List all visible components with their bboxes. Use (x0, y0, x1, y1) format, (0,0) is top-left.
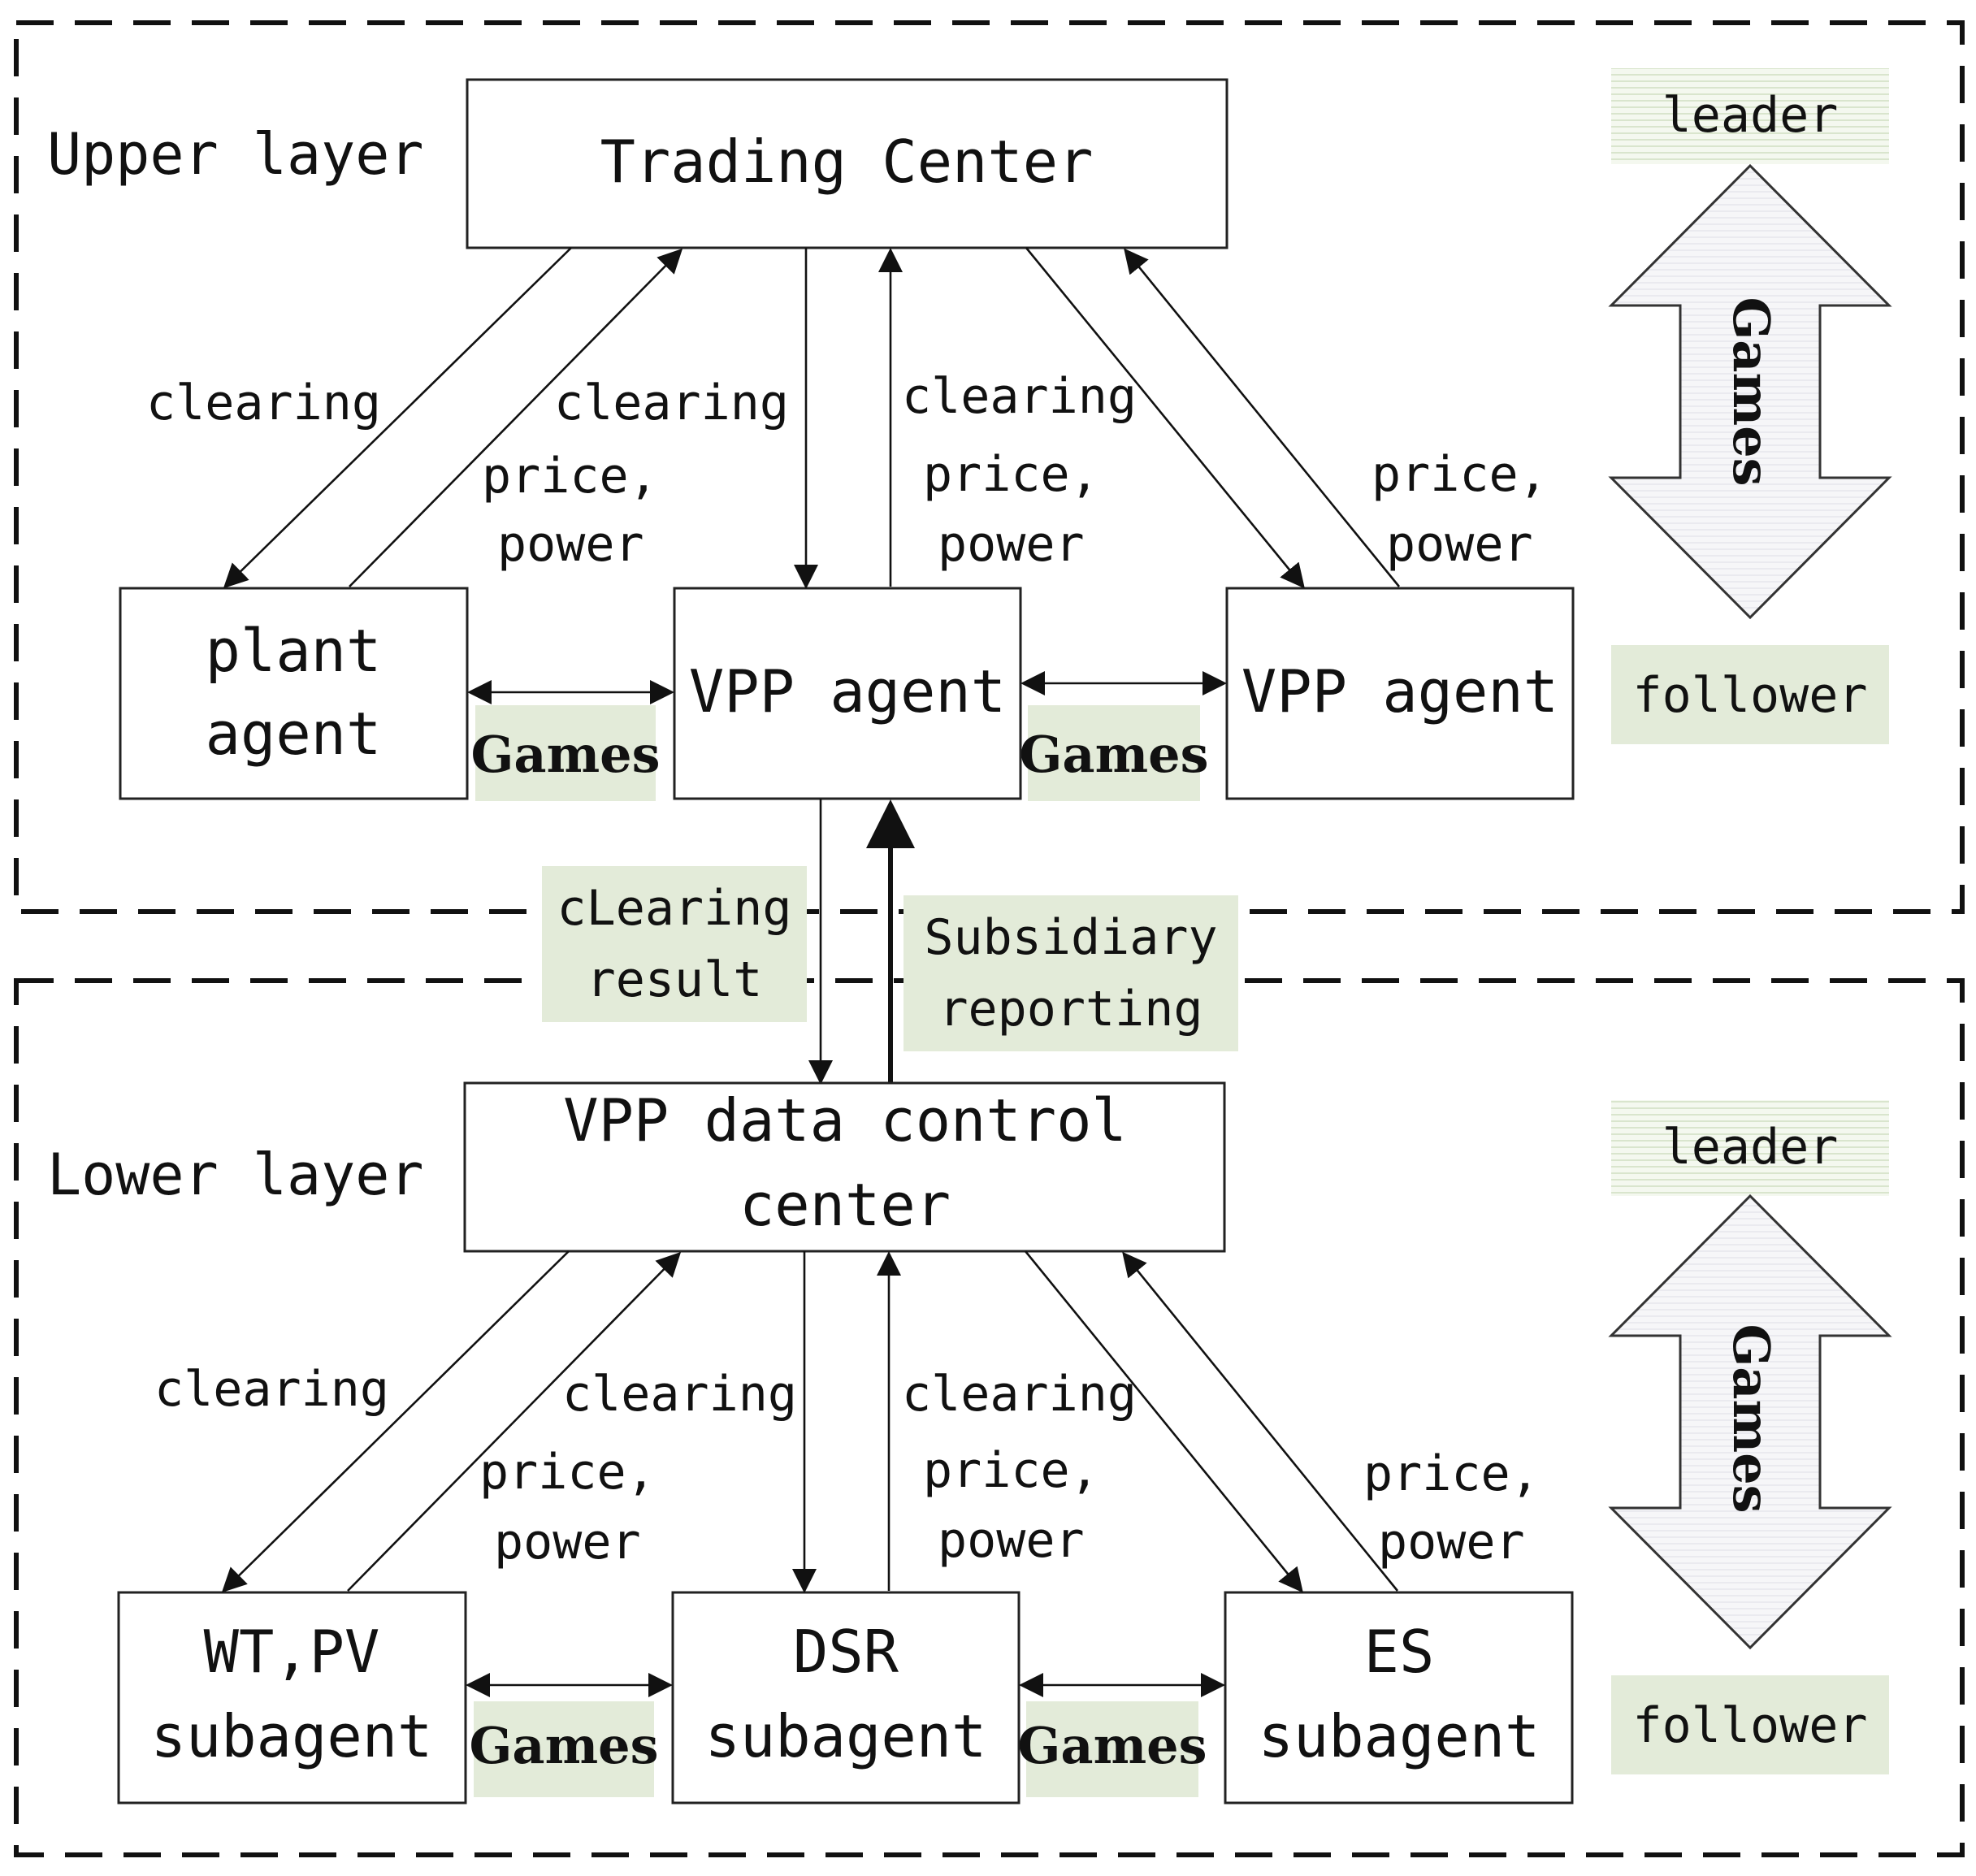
dsr-subagent-box (671, 1591, 1020, 1805)
edge-plant-to-tc (349, 248, 683, 587)
lower-games-label-left: Games (469, 1716, 658, 1775)
upper-games-label-right: Games (1019, 725, 1208, 784)
trading-center-label: Trading Center (600, 128, 1094, 196)
subsidiary-reporting-line1: Subsidiary (924, 909, 1217, 966)
upper-left-bid-line2: price, (482, 448, 658, 505)
lower-mid-bid-line2: price, (923, 1442, 1099, 1499)
lower-left-clearing-label: clearing (154, 1361, 389, 1418)
legend-lower-games: Games (1722, 1324, 1781, 1513)
lower-left-bid-line2: price, (479, 1444, 656, 1501)
lower-left-bid-line3: power (494, 1514, 641, 1571)
upper-right-bid-line1: price, (1372, 446, 1548, 503)
legend-lower-follower-tag (1611, 1675, 1889, 1774)
wt-pv-label-line2: subagent (151, 1702, 433, 1770)
clearing-result-tag (542, 866, 807, 1022)
lower-right-bid-line1: price, (1363, 1445, 1540, 1502)
vpp-agent-label-1: VPP agent (689, 657, 1006, 726)
upper-layer-label: Upper layer (47, 121, 424, 188)
lower-games-tag-right (1026, 1701, 1198, 1797)
legend-lower-leader: leader (1662, 1119, 1839, 1176)
upper-left-bid-line1: clearing (554, 375, 789, 431)
legend-upper-follower: follower (1633, 667, 1868, 724)
legend-upper-leader-tag (1611, 68, 1889, 164)
legend-lower-double-arrow (1608, 1194, 1892, 1650)
legend-lower-leader-tag (1611, 1100, 1889, 1196)
wt-pv-label-line1: WT,PV (204, 1618, 380, 1686)
upper-games-tag-left (475, 705, 656, 801)
clearing-result-line1: cLearing (557, 880, 792, 937)
lower-left-bid-line1: clearing (562, 1366, 797, 1423)
upper-games-label-left: Games (470, 725, 660, 784)
subsidiary-reporting-line2: reporting (938, 981, 1202, 1038)
lower-right-bid-line2: power (1378, 1514, 1525, 1571)
upper-mid-bid-line2: price, (923, 446, 1099, 503)
upper-left-bid-line3: power (497, 516, 644, 573)
data-control-center-box (463, 1081, 1226, 1253)
plant-agent-box (119, 587, 469, 800)
data-control-center-line2: center (739, 1171, 951, 1239)
edge-es-to-dc (1122, 1251, 1399, 1592)
legend-upper-double-arrow (1608, 163, 1892, 620)
upper-mid-bid-line1: clearing (902, 368, 1137, 425)
upper-right-bid-line2: power (1386, 516, 1533, 573)
edge-wtpv-to-dc (347, 1251, 682, 1592)
lower-games-label-right: Games (1017, 1716, 1207, 1775)
plant-agent-label-line2: agent (206, 700, 382, 768)
vpp-agent-label-2: VPP agent (1242, 657, 1558, 726)
upper-mid-bid-line3: power (938, 516, 1085, 573)
upper-games-tag-right (1028, 705, 1200, 801)
trading-center-box (466, 78, 1228, 249)
es-subagent-box (1224, 1591, 1574, 1805)
dsr-label-line2: subagent (705, 1702, 987, 1770)
upper-left-clearing-label: clearing (146, 375, 381, 431)
vpp-agent-box-2 (1225, 587, 1575, 800)
data-control-center-line1: VPP data control (563, 1086, 1127, 1155)
es-label-line1: ES (1364, 1618, 1435, 1686)
legend-upper-follower-tag (1611, 645, 1889, 744)
lower-layer-label: Lower layer (47, 1142, 424, 1208)
subsidiary-reporting-tag (904, 895, 1238, 1051)
edge-tc-to-plant (223, 247, 572, 589)
es-label-line2: subagent (1259, 1702, 1540, 1770)
plant-agent-label-line1: plant (206, 617, 382, 685)
clearing-result-line2: result (587, 951, 763, 1008)
lower-mid-bid-line1: clearing (902, 1366, 1137, 1423)
dsr-label-line1: DSR (793, 1618, 899, 1686)
edge-vpp2-to-tc (1124, 248, 1401, 587)
edge-tc-to-vpp2 (1025, 247, 1305, 589)
legend-lower-follower: follower (1633, 1697, 1868, 1754)
legend-upper-games: Games (1722, 297, 1781, 486)
legend-upper-leader: leader (1662, 87, 1839, 144)
edge-dc-to-wtpv (221, 1250, 570, 1593)
edge-dc-to-es (1024, 1250, 1303, 1593)
lower-mid-bid-line3: power (938, 1512, 1085, 1569)
lower-games-tag-left (474, 1701, 654, 1797)
wt-pv-subagent-box (117, 1591, 467, 1805)
